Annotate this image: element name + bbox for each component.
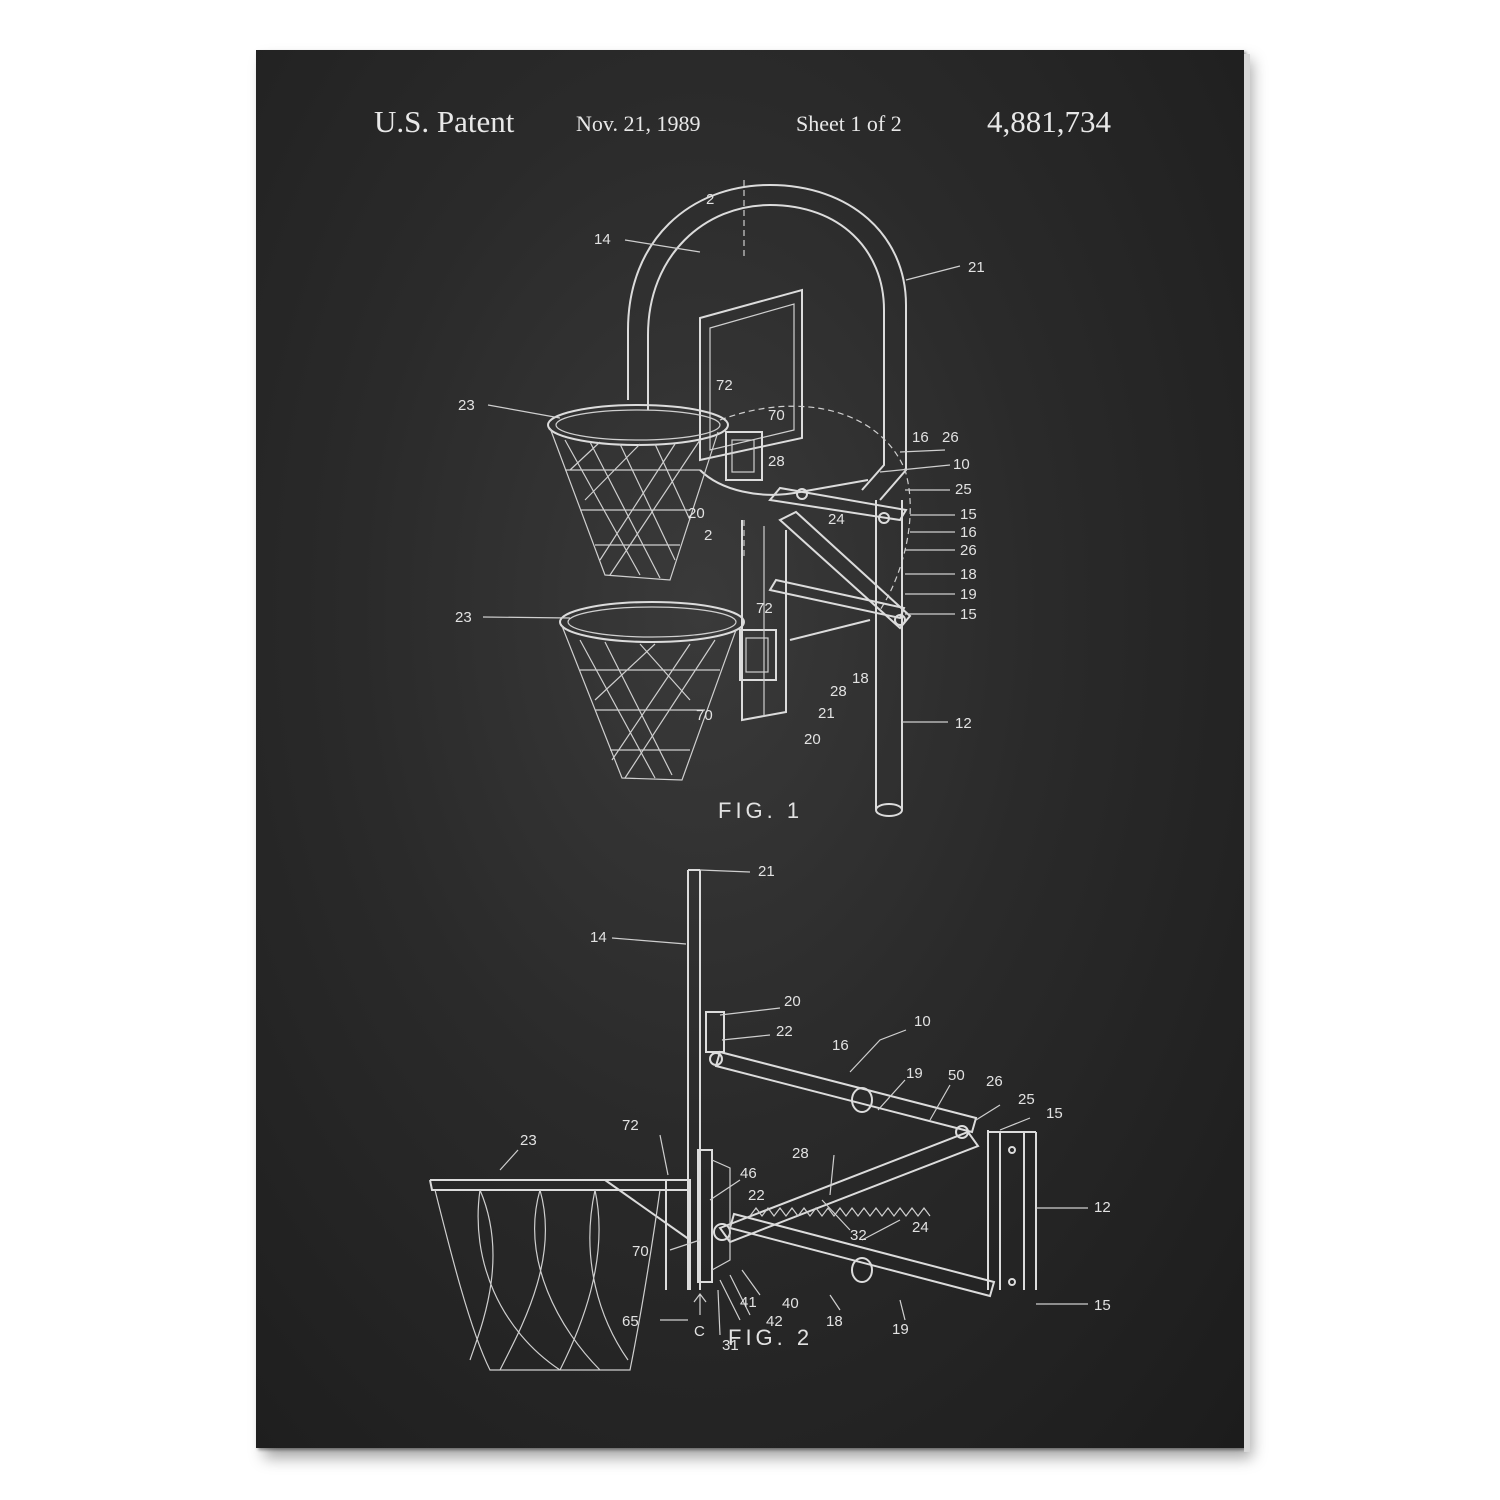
fig1-ref-72-upper: 72	[716, 377, 733, 394]
fig1-ref-26-upper: 26	[942, 429, 959, 446]
fig1-ref-15-lower: 15	[960, 606, 977, 623]
fig1-ref-21: 21	[968, 259, 985, 276]
fig1-ref-2-bottom: 2	[704, 527, 712, 544]
fig1-ref-23-lower: 23	[455, 609, 472, 626]
fig2-pole	[987, 1130, 1037, 1290]
fig2-drawing	[429, 869, 1088, 1371]
fig1-ref-26-lower: 26	[960, 542, 977, 559]
fig1-labels: 2 14 21 23 72 70 28 16 26 10 25 15 16 26…	[455, 191, 985, 823]
fig1-net-lower	[561, 625, 737, 781]
fig2-ref-15-upper: 15	[1046, 1105, 1063, 1122]
fig2-ref-26: 26	[986, 1073, 1003, 1090]
fig1-backboard-inner	[647, 203, 885, 491]
fig2-ref-C: C	[694, 1323, 705, 1340]
fig1-ref-20-lower: 20	[804, 731, 821, 748]
fig2-caption: FIG. 2	[728, 1325, 813, 1350]
fig2-ref-15-lower: 15	[1094, 1297, 1111, 1314]
fig1-caption: FIG. 1	[718, 798, 803, 823]
fig1-rim-lower	[559, 601, 745, 643]
patent-sheet: Sheet 1 of 2	[796, 111, 902, 136]
fig2-ref-12: 12	[1094, 1199, 1111, 1216]
fig2-ref-18: 18	[826, 1313, 843, 1330]
fig2-ref-22-lower: 22	[748, 1187, 765, 1204]
fig2-ref-65: 65	[622, 1313, 639, 1330]
fig1-ref-10: 10	[953, 456, 970, 473]
fig1-backboard-outer	[627, 183, 907, 501]
fig2-net	[434, 1189, 661, 1371]
fig1-rim-upper	[547, 404, 729, 446]
fig1-ref-2-top: 2	[706, 191, 714, 208]
fig1-drawing	[482, 180, 961, 817]
fig2-ref-72: 72	[622, 1117, 639, 1134]
fig1-ref-18-right: 18	[960, 566, 977, 583]
fig2-ref-32: 32	[850, 1227, 867, 1244]
fig2-labels: 21 14 20 22 10 16 19 50 26 25 15 23 72 4…	[520, 863, 1111, 1354]
fig1-ref-16-upper: 16	[912, 429, 929, 446]
fig1-ref-14: 14	[594, 231, 611, 248]
fig2-ref-22-upper: 22	[776, 1023, 793, 1040]
fig2-ref-10: 10	[914, 1013, 931, 1030]
patent-date: Nov. 21, 1989	[576, 111, 701, 136]
fig2-ref-28: 28	[792, 1145, 809, 1162]
chalkboard-panel	[256, 50, 1244, 1448]
fig1-ref-15-upper: 15	[960, 506, 977, 523]
fig2-ref-19-lower: 19	[892, 1321, 909, 1338]
fig1-ref-18-lower: 18	[852, 670, 869, 687]
fig2-ref-20: 20	[784, 993, 801, 1010]
fig2-ref-19-upper: 19	[906, 1065, 923, 1082]
fig2-backboard	[687, 869, 701, 1290]
fig2-ref-41: 41	[740, 1294, 757, 1311]
fig2-ref-14: 14	[590, 929, 607, 946]
fig2-ref-40: 40	[782, 1295, 799, 1312]
fig2-ref-46: 46	[740, 1165, 757, 1182]
fig1-target-square	[699, 288, 803, 462]
fig2-ref-24: 24	[912, 1219, 929, 1236]
fig2-ref-50: 50	[948, 1067, 965, 1084]
patent-title: U.S. Patent	[374, 104, 515, 139]
fig2-rim	[429, 1179, 690, 1191]
fig1-ref-24: 24	[828, 511, 845, 528]
fig1-ref-70-lower: 70	[696, 707, 713, 724]
fig2-ref-23: 23	[520, 1132, 537, 1149]
fig1-pole	[875, 500, 903, 810]
fig2-ref-21: 21	[758, 863, 775, 880]
fig1-ref-25: 25	[955, 481, 972, 498]
fig1-ref-20-upper: 20	[688, 505, 705, 522]
panel-edge	[1244, 54, 1250, 1452]
fig2-ref-42: 42	[766, 1313, 783, 1330]
fig2-ref-31: 31	[722, 1337, 739, 1354]
fig2-spring	[749, 1207, 931, 1217]
fig1-ref-28-lower: 28	[830, 683, 847, 700]
fig1-net-upper	[549, 427, 719, 581]
fig1-ref-19: 19	[960, 586, 977, 603]
fig1-ref-16-lower: 16	[960, 524, 977, 541]
fig1-ref-72-lower: 72	[756, 600, 773, 617]
fig2-ref-16: 16	[832, 1037, 849, 1054]
fig1-ref-70-upper: 70	[768, 407, 785, 424]
fig2-ref-70: 70	[632, 1243, 649, 1260]
fig1-ref-12: 12	[955, 715, 972, 732]
patent-number: 4,881,734	[987, 104, 1111, 139]
fig1-ref-23-upper: 23	[458, 397, 475, 414]
fig2-ref-25: 25	[1018, 1091, 1035, 1108]
fig1-ref-28-upper: 28	[768, 453, 785, 470]
fig1-ref-21-lower: 21	[818, 705, 835, 722]
